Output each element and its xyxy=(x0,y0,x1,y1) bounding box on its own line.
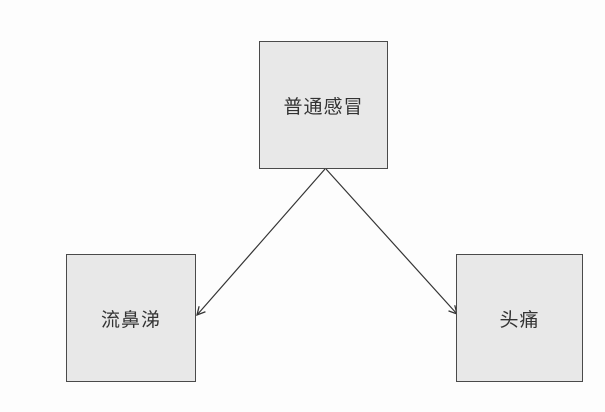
edge-commoncold-to-runnynose xyxy=(196,168,326,317)
node-common-cold: 普通感冒 xyxy=(259,41,388,169)
node-common-cold-label: 普通感冒 xyxy=(283,96,364,118)
node-headache-label: 头痛 xyxy=(499,309,540,331)
node-runny-nose: 流鼻涕 xyxy=(66,254,196,382)
edge-commoncold-to-headache xyxy=(325,168,458,316)
node-headache: 头痛 xyxy=(456,254,583,382)
node-runny-nose-label: 流鼻涕 xyxy=(100,309,161,331)
